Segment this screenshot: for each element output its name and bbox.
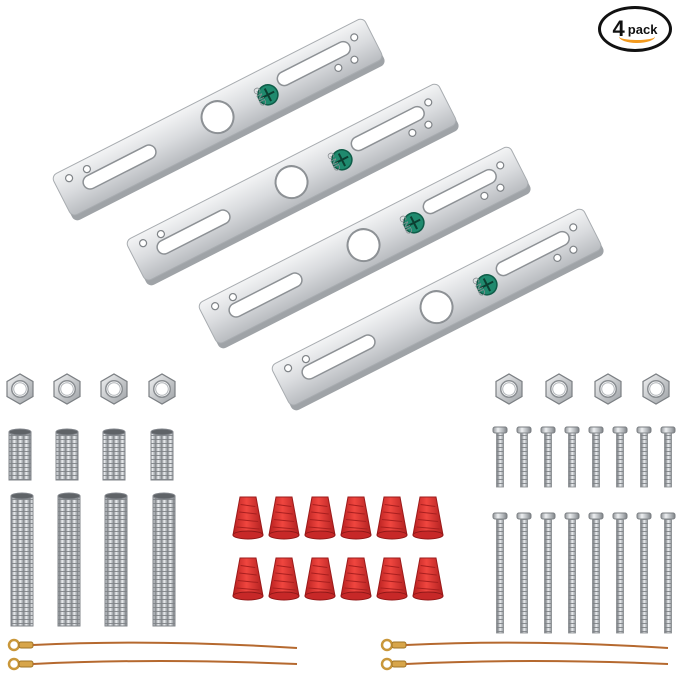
center-hole (419, 290, 454, 325)
mounting-plate: GND (271, 208, 604, 411)
hex-nut-icon (100, 373, 128, 405)
mounting-hole (553, 253, 562, 262)
mounting-hole (138, 239, 148, 248)
ground-screw-icon (257, 84, 279, 106)
machine-screw-icon (636, 426, 652, 488)
machine-screw-icon (588, 426, 604, 488)
center-hole (274, 165, 309, 200)
hex-nut-icon (495, 373, 523, 405)
machine-screw-icon (540, 426, 556, 488)
mounting-hole (480, 191, 489, 200)
mounting-hole (210, 302, 220, 311)
mounting-hole (408, 128, 417, 137)
threaded-nipple-icon (10, 492, 34, 627)
machine-screw-icon (564, 426, 580, 488)
hex-nut-icon (545, 373, 573, 405)
right-slot (422, 168, 497, 215)
ground-wire-icon (380, 638, 669, 652)
wire-nut-icon (340, 496, 372, 540)
machine-screw-icon (516, 426, 532, 488)
wire-nut-icon (304, 557, 336, 601)
machine-screw-icon (540, 512, 556, 634)
mounting-hole (569, 245, 578, 254)
mounting-hole (64, 174, 74, 183)
left-slot (82, 144, 157, 190)
mounting-hole (350, 55, 359, 64)
mounting-hole (569, 223, 578, 232)
ground-wire-icon (7, 657, 298, 671)
machine-screw-icon (612, 426, 628, 488)
mounting-hole (334, 63, 343, 72)
center-hole (346, 228, 381, 263)
mounting-hole (283, 364, 293, 373)
mounting-hole (82, 164, 92, 174)
ground-screw-icon (403, 212, 425, 234)
wire-nut-icon (412, 496, 444, 540)
ground-screw-icon (331, 149, 353, 171)
wire-nut-icon (304, 496, 336, 540)
ground-screw-icon (476, 274, 498, 296)
wire-nut-icon (232, 557, 264, 601)
ground-wire-icon (7, 638, 298, 652)
wire-nut-icon (268, 496, 300, 540)
machine-screw-icon (516, 512, 532, 634)
machine-screw-icon (492, 512, 508, 634)
mounting-hole (496, 161, 505, 170)
mounting-hole (424, 98, 433, 107)
right-slot (350, 105, 425, 152)
mounting-hole (350, 33, 359, 42)
mounting-hole (496, 183, 505, 192)
machine-screw-icon (660, 426, 676, 488)
mounting-hole (228, 292, 238, 302)
left-slot (228, 272, 303, 318)
threaded-nipple-icon (8, 428, 32, 481)
hex-nut-icon (594, 373, 622, 405)
mounting-hole (424, 120, 433, 129)
right-slot (276, 40, 351, 87)
mounting-hole (156, 229, 166, 239)
mounting-plate: GND (126, 83, 459, 286)
smile-arrow-icon (619, 30, 655, 43)
threaded-nipple-icon (104, 492, 128, 627)
wire-nut-icon (340, 557, 372, 601)
hex-nut-icon (53, 373, 81, 405)
wire-nut-icon (268, 557, 300, 601)
machine-screw-icon (660, 512, 676, 634)
mounting-plate: GND (198, 146, 531, 349)
hex-nut-icon (642, 373, 670, 405)
machine-screw-icon (636, 512, 652, 634)
mounting-plate: GND (52, 18, 385, 221)
threaded-nipple-icon (57, 492, 81, 627)
machine-screw-icon (564, 512, 580, 634)
machine-screw-icon (588, 512, 604, 634)
threaded-nipple-icon (150, 428, 174, 481)
machine-screw-icon (492, 426, 508, 488)
threaded-nipple-icon (102, 428, 126, 481)
threaded-nipple-icon (152, 492, 176, 627)
mounting-hole (301, 354, 311, 364)
hex-nut-icon (148, 373, 176, 405)
wire-nut-icon (412, 557, 444, 601)
machine-screw-icon (612, 512, 628, 634)
left-slot (156, 209, 231, 255)
center-hole (200, 100, 235, 135)
wire-nut-icon (376, 557, 408, 601)
ground-wire-icon (380, 657, 669, 671)
left-slot (301, 334, 376, 380)
wire-nut-icon (376, 496, 408, 540)
right-slot (495, 230, 570, 277)
pack-count-badge: 4 pack (598, 6, 672, 52)
hex-nut-icon (6, 373, 34, 405)
threaded-nipple-icon (55, 428, 79, 481)
wire-nut-icon (232, 496, 264, 540)
